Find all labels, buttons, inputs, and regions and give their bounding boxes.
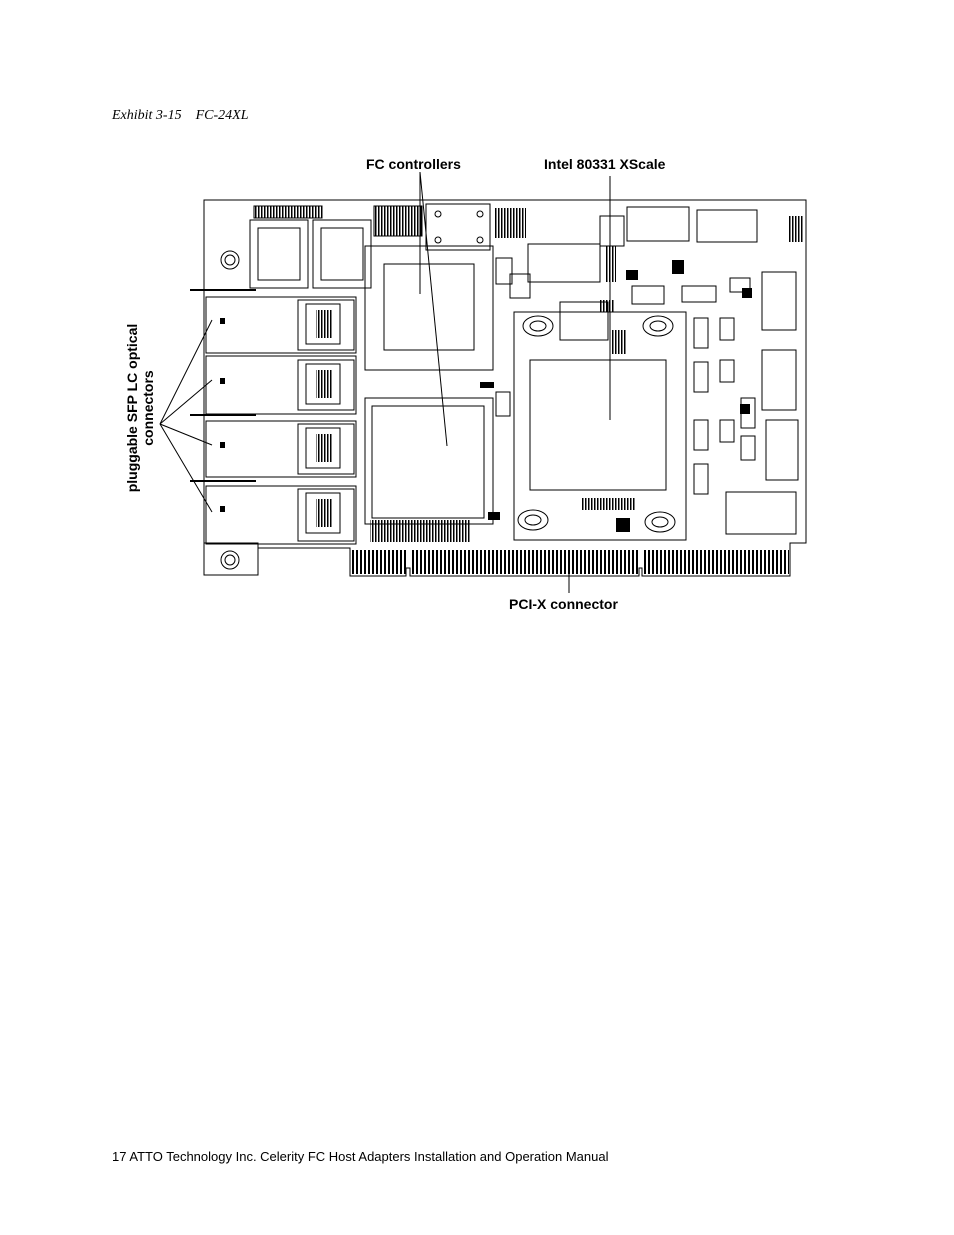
page-number: 17: [112, 1149, 127, 1164]
exhibit-model: FC-24XL: [195, 108, 249, 123]
pci-x-connector: [351, 550, 406, 574]
intel-xscale-label: Intel 80331 XScale: [544, 156, 666, 172]
mount-hole-top: [220, 250, 240, 270]
sfp-cage-3: [205, 420, 357, 478]
exhibit-number: Exhibit 3-15: [112, 108, 182, 123]
sfp-label-line1: pluggable SFP LC optical: [124, 323, 140, 493]
sfp-cage-4: [205, 485, 357, 545]
fc-leader-2: [419, 171, 448, 447]
pci-x-connector-label: PCI-X connector: [509, 596, 618, 612]
bracket-mount: [203, 542, 259, 576]
fc-controllers-label: FC controllers: [366, 156, 461, 172]
sfp-cage-1: [205, 296, 357, 354]
fc-controller-2: [364, 397, 494, 525]
fc-controller-1: [364, 245, 494, 371]
footer-text: ATTO Technology Inc. Celerity FC Host Ad…: [129, 1149, 609, 1164]
pcb-outline: [203, 199, 807, 577]
sfp-label-line2: connectors: [140, 370, 156, 446]
sfp-cage-2: [205, 355, 357, 415]
page-footer: 17 ATTO Technology Inc. Celerity FC Host…: [112, 1149, 608, 1164]
exhibit-caption: Exhibit 3-15 FC-24XL: [112, 108, 249, 124]
